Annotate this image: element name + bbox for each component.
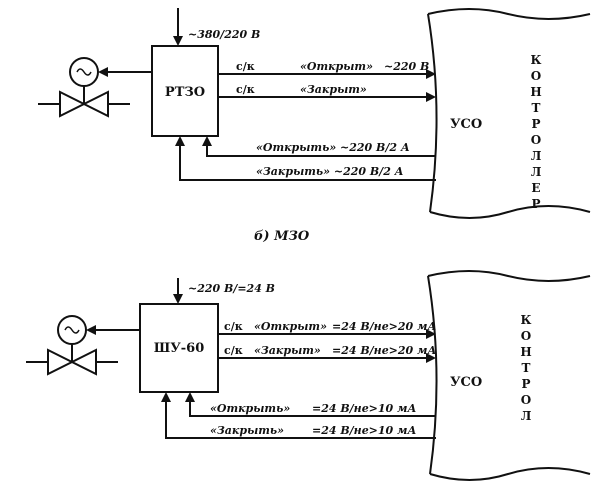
bottom-controller-top-edge — [427, 270, 591, 282]
bottom-scheme: ~220 В/=24 В ШУ-60 с/к «Открыт» =24 В/не… — [26, 270, 591, 481]
svg-text:Т: Т — [522, 361, 531, 375]
valve-icon — [26, 348, 118, 376]
top-scheme: ~380/220 В РТЗО с/к «Открыт» ~220 В с/к … — [38, 8, 591, 219]
bottom-uso-label: УСО — [450, 375, 482, 390]
valve-icon — [38, 90, 130, 118]
top-in2-arrow — [175, 136, 185, 146]
top-in1-arrow — [202, 136, 212, 146]
svg-text:К: К — [521, 313, 532, 327]
top-motor-arrow — [98, 67, 108, 77]
motor-icon — [69, 57, 99, 87]
bottom-out2-volt: =24 В/не>20 мА — [332, 344, 436, 357]
bottom-out2-arrow — [426, 353, 436, 363]
top-in1-line — [206, 144, 436, 157]
bottom-out1-sk: с/к — [224, 320, 243, 333]
bottom-in2-line — [165, 400, 436, 439]
top-controller-left-edge — [427, 13, 438, 213]
svg-text:О: О — [531, 133, 541, 147]
svg-text:О: О — [521, 393, 531, 407]
svg-text:Н: Н — [530, 85, 541, 99]
bottom-out1-volt: =24 В/не>20 мА — [332, 320, 436, 333]
svg-text:Р: Р — [521, 377, 530, 391]
bottom-out2-label: «Закрыт» — [254, 344, 321, 357]
bottom-in1-arrow — [185, 392, 195, 402]
svg-text:Р: Р — [531, 117, 540, 131]
caption-mzo: б) МЗО — [254, 229, 310, 244]
top-controller-top-edge — [427, 8, 591, 20]
svg-text:Л: Л — [531, 149, 542, 163]
top-uso-label: УСО — [450, 117, 482, 132]
top-rtzo-block — [151, 45, 219, 137]
svg-text:Н: Н — [520, 345, 531, 359]
top-out2-sk: с/к — [236, 83, 255, 96]
svg-text:Р: Р — [531, 197, 540, 211]
svg-text:О: О — [521, 329, 531, 343]
bottom-shu60-block — [139, 303, 219, 393]
bottom-controller-bottom-edge — [429, 467, 591, 481]
svg-text:Л: Л — [531, 165, 542, 179]
top-supply-arrow — [173, 36, 183, 46]
bottom-in1-line — [189, 400, 436, 417]
top-in1-label: «Открыть» ~220 В/2 А — [256, 141, 410, 154]
top-out1-sk: с/к — [236, 60, 255, 73]
top-in2-label: «Закрыть» ~220 В/2 А — [256, 165, 404, 178]
top-controller-bottom-edge — [429, 205, 591, 219]
top-rtzo-label: РТЗО — [165, 85, 205, 100]
svg-text:К: К — [531, 53, 542, 67]
top-out1-arrow — [426, 69, 436, 79]
bottom-out2-sk: с/к — [224, 344, 243, 357]
bottom-out1-label: «Открыт» — [254, 320, 327, 333]
bottom-supply-arrow — [173, 294, 183, 304]
svg-text:О: О — [531, 69, 541, 83]
bottom-in1-volt: =24 В/не>10 мА — [312, 402, 416, 415]
motor-icon — [57, 315, 87, 345]
bottom-in1-label: «Открыть» — [210, 402, 290, 415]
bottom-supply-label: ~220 В/=24 В — [188, 282, 275, 295]
top-in2-line — [179, 144, 436, 181]
svg-text:Л: Л — [521, 409, 532, 423]
bottom-in2-arrow — [161, 392, 171, 402]
bottom-in2-label: «Закрыть» — [210, 424, 284, 437]
top-out2-arrow — [426, 92, 436, 102]
bottom-motor-arrow — [86, 325, 96, 335]
svg-text:Е: Е — [531, 181, 540, 195]
top-supply-label: ~380/220 В — [188, 28, 260, 41]
top-out1-volt: ~220 В — [384, 60, 429, 73]
bottom-in2-volt: =24 В/не>10 мА — [312, 424, 416, 437]
svg-text:Т: Т — [532, 101, 541, 115]
top-out1-label: «Открыт» — [300, 60, 373, 73]
bottom-controller-letters: К О Н Т Р О Л — [520, 313, 531, 423]
bottom-shu60-label: ШУ-60 — [154, 341, 205, 356]
bottom-controller-left-edge — [427, 275, 438, 475]
top-out2-label: «Закрыт» — [300, 83, 367, 96]
bottom-out1-arrow — [426, 329, 436, 339]
top-controller-letters: К О Н Т Р О Л Л Е Р — [530, 53, 541, 211]
